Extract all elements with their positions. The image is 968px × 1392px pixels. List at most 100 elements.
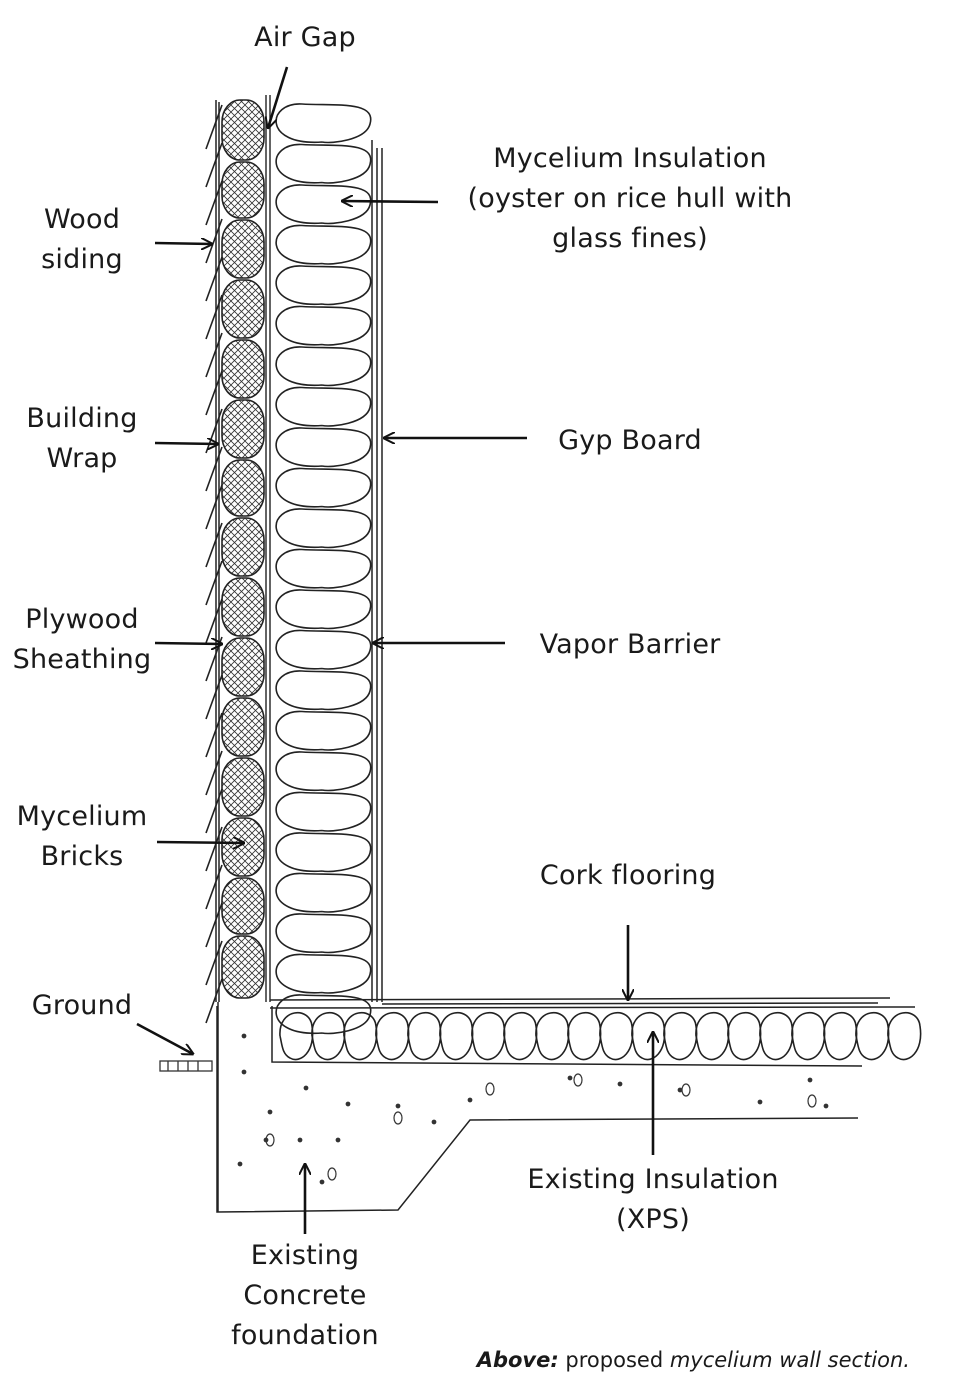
xps-loop: [631, 1011, 666, 1061]
insulation-loop: [275, 265, 372, 306]
mycelium-brick: [221, 279, 265, 339]
ground-hatch: [159, 1060, 213, 1072]
air-gap-layer: [265, 95, 271, 1002]
mycelium-insulation-layer: [275, 103, 372, 1035]
insulation-loop: [275, 143, 372, 184]
mycelium-brick: [221, 817, 265, 877]
insulation-loop: [275, 832, 372, 873]
air-gap-label: Air Gap: [254, 22, 356, 53]
ground-arrow: [136, 1022, 193, 1054]
plywood-sheathing-arrow: [154, 643, 222, 644]
insulation-loop: [275, 184, 372, 225]
insulation-loop: [275, 548, 372, 589]
vapor-barrier-label: Vapor Barrier: [539, 629, 721, 660]
existing-concrete-label: Existing Concrete foundation: [231, 1240, 379, 1351]
mycelium-brick: [221, 697, 265, 757]
concrete-foundation: [216, 1002, 863, 1213]
aggregate-stone: [573, 1073, 583, 1087]
insulation-loop: [275, 346, 372, 387]
mycelium-brick: [221, 99, 265, 161]
insulation-loop: [275, 589, 372, 630]
aggregate-stone: [327, 1167, 337, 1181]
xps-loop: [663, 1011, 698, 1061]
insulation-loop: [275, 953, 372, 994]
mycelium-brick: [221, 219, 265, 279]
building-wrap-arrow: [154, 443, 218, 444]
aggregate-dot: [335, 1137, 341, 1143]
mycelium-bricks-arrow: [156, 842, 244, 843]
xps-loop: [727, 1011, 762, 1061]
insulation-loop: [275, 710, 372, 751]
xps-loop: [407, 1011, 442, 1061]
gyp-board-label: Gyp Board: [558, 425, 702, 456]
caption-middle: proposed: [558, 1348, 670, 1372]
xps-loop: [695, 1011, 730, 1061]
aggregate-dot: [241, 1033, 247, 1039]
insulation-loop: [275, 629, 372, 670]
aggregate-dot: [617, 1081, 623, 1087]
caption-prefix: Above:: [476, 1348, 559, 1372]
gyp-board-layer: [371, 140, 383, 1002]
insulation-loop: [275, 224, 372, 265]
cork-flooring-label: Cork flooring: [539, 860, 717, 891]
insulation-loop: [275, 913, 372, 954]
aggregate-dot: [677, 1087, 683, 1093]
mycelium-brick: [221, 399, 265, 459]
insulation-loop: [275, 305, 372, 346]
xps-loop: [599, 1011, 634, 1061]
aggregate-stone: [265, 1133, 275, 1147]
aggregate-dot: [431, 1119, 437, 1125]
mycelium-brick: [221, 935, 265, 999]
aggregate-dot: [267, 1109, 273, 1115]
mycelium-bricks-layer: [221, 99, 265, 999]
xps-loop: [471, 1011, 506, 1061]
leader-arrows: [136, 66, 653, 1234]
aggregate-dot: [345, 1101, 351, 1107]
mycelium-brick: [221, 517, 265, 577]
xps-loop: [823, 1011, 858, 1061]
insulation-loop: [275, 872, 372, 913]
insulation-loop: [275, 467, 372, 508]
aggregate-stone: [485, 1082, 495, 1096]
xps-loop: [855, 1011, 890, 1061]
aggregate-dot: [241, 1069, 247, 1075]
xps-loop: [375, 1011, 410, 1061]
insulation-loop: [275, 670, 372, 711]
xps-loop: [535, 1011, 570, 1061]
insulation-loop: [275, 751, 372, 792]
mycelium-brick: [221, 339, 265, 399]
insulation-loop: [275, 427, 372, 468]
mycelium-insulation-arrow: [342, 201, 439, 202]
mycelium-insulation-label: Mycelium Insulation (oyster on rice hull…: [467, 143, 793, 254]
insulation-loop: [275, 508, 372, 549]
existing-insulation-label: Existing Insulation(XPS): [527, 1164, 779, 1235]
aggregate-dot: [807, 1077, 813, 1083]
wood-siding-arrow: [154, 243, 212, 244]
aggregate-dot: [823, 1103, 829, 1109]
xps-loop: [887, 1011, 922, 1061]
xps-loop: [567, 1011, 602, 1061]
xps-loop: [759, 1011, 794, 1061]
xps-loop: [791, 1011, 826, 1061]
aggregate-dot: [237, 1161, 243, 1167]
insulation-loop: [275, 386, 372, 427]
aggregate-dot: [297, 1137, 303, 1143]
aggregate-stone: [807, 1094, 817, 1108]
caption-emphasis: mycelium wall section.: [669, 1348, 910, 1372]
insulation-loop: [275, 791, 372, 832]
mycelium-brick: [221, 757, 265, 817]
mycelium-brick: [221, 637, 265, 697]
aggregate-dot: [567, 1075, 573, 1081]
air-gap-arrow: [268, 66, 289, 128]
insulation-loop: [275, 994, 372, 1035]
ground-label: Ground: [31, 990, 133, 1021]
aggregate-dot: [757, 1099, 763, 1105]
existing-xps-insulation-layer: [279, 1011, 922, 1061]
xps-loop: [311, 1011, 346, 1061]
mycelium-brick: [221, 577, 265, 637]
